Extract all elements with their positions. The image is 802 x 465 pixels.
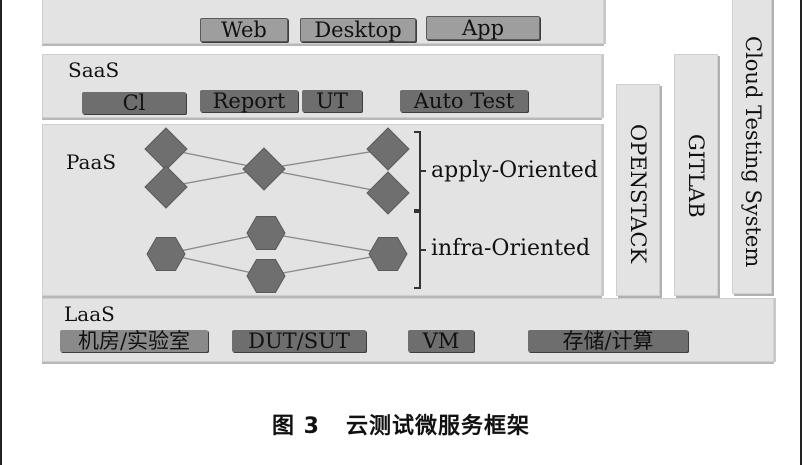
saas-item-report: Report	[200, 90, 298, 112]
side-bar-gitlab	[674, 54, 718, 296]
paas-label: PaaS	[66, 150, 117, 174]
top-item-app: App	[426, 16, 540, 40]
side-bar-openstack	[616, 84, 660, 296]
graph-nodes	[144, 127, 410, 293]
top-item-desktop: Desktop	[300, 18, 416, 42]
paas-layer	[42, 124, 602, 296]
infra-node-hexagon	[146, 237, 186, 271]
apply-node-diamond	[366, 127, 410, 171]
saas-label: SaaS	[68, 58, 120, 82]
infra-node-hexagon	[246, 216, 286, 250]
apply-node-diamond	[144, 127, 188, 171]
laas-label: LaaS	[64, 302, 115, 326]
apply-bracket	[414, 131, 426, 211]
laas-item-lab: 机房/实验室	[60, 330, 208, 352]
infra-node-hexagon	[246, 259, 286, 293]
apply-oriented-label: apply-Oriented	[431, 158, 598, 183]
graph-edge	[265, 253, 389, 277]
caption-title: 云测试微服务框架	[345, 414, 530, 439]
laas-item-vm: VM	[408, 330, 474, 352]
frame-right-line	[800, 0, 802, 465]
figure-caption: 图 3 云测试微服务框架	[0, 408, 802, 440]
graph-edge	[265, 232, 389, 255]
apply-node-diamond	[144, 165, 188, 209]
caption-number: 图 3	[272, 414, 320, 439]
apply-node-diamond	[366, 171, 410, 215]
saas-item-ut: UT	[302, 90, 362, 112]
apply-node-diamond	[242, 147, 286, 191]
laas-item-storage-compute: 存储/计算	[528, 330, 688, 352]
infra-node-hexagon	[368, 237, 408, 271]
top-item-web: Web	[200, 18, 288, 42]
frame-left-line	[0, 0, 2, 465]
side-bar-cloud-testing-system-label: Cloud Testing System	[741, 36, 765, 268]
orientation-brackets	[414, 131, 426, 289]
side-bar-cloud-testing-system	[732, 0, 772, 294]
laas-item-dut-sut: DUT/SUT	[232, 330, 366, 352]
graph-edge	[263, 168, 389, 194]
graph-edge	[263, 148, 389, 170]
infra-bracket	[414, 211, 426, 289]
side-bar-gitlab-label: GITLAB	[684, 134, 708, 218]
saas-item-auto-test: Auto Test	[400, 90, 528, 112]
saas-item-ci: Cl	[82, 92, 186, 114]
side-bar-openstack-label: OPENSTACK	[626, 124, 650, 264]
infra-oriented-label: infra-Oriented	[431, 236, 591, 261]
